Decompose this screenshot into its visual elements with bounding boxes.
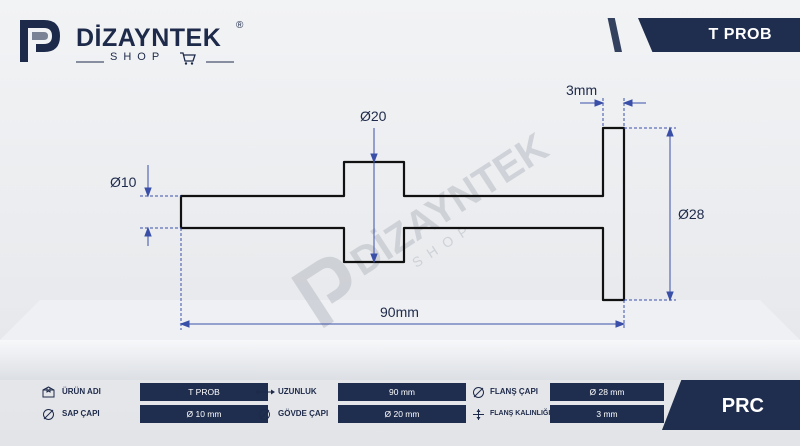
diameter-icon — [468, 383, 488, 401]
spec-label: GÖVDE ÇAPI — [278, 409, 329, 418]
spec-label: ÜRÜN ADI — [62, 387, 101, 396]
dim-length: 90mm — [380, 304, 419, 320]
spec-value: 3 mm — [550, 405, 664, 423]
display-platform — [0, 300, 800, 380]
diameter-icon — [38, 405, 58, 423]
spec-label: UZUNLUK — [278, 387, 317, 396]
shop-divider — [76, 61, 234, 63]
box-icon — [38, 383, 58, 401]
brand-sub: SHOP — [110, 51, 166, 63]
registered-mark: ® — [236, 20, 244, 31]
spec-value: Ø 28 mm — [550, 383, 664, 401]
spec-row: ÜRÜN ADI T PROB UZUNLUK 90 mm FLANŞ ÇAPI… — [34, 383, 664, 401]
spec-row: SAP ÇAPI Ø 10 mm GÖVDE ÇAPI Ø 20 mm FLAN… — [34, 405, 664, 423]
spec-value: Ø 20 mm — [338, 405, 466, 423]
length-arrow-icon — [252, 383, 278, 401]
brand-logo — [20, 20, 60, 62]
thickness-icon — [468, 405, 488, 423]
spec-table: ÜRÜN ADI T PROB UZUNLUK 90 mm FLANŞ ÇAPI… — [34, 383, 664, 425]
material-tab — [662, 380, 800, 430]
spec-label: FLANŞ ÇAPI — [490, 387, 538, 396]
dim-body-diameter: Ø20 — [360, 108, 387, 124]
probe-outline — [179, 126, 626, 302]
spec-value: T PROB — [140, 383, 268, 401]
spec-value: Ø 10 mm — [140, 405, 268, 423]
material-label: PRC — [721, 395, 764, 417]
spec-label: FLANŞ KALINLIĞI — [490, 410, 551, 417]
dim-flange-thickness: 3mm — [566, 82, 598, 98]
brand-name: DİZAYNTEK — [76, 24, 222, 52]
dim-shaft-diameter: Ø10 — [110, 174, 137, 190]
spec-value: 90 mm — [338, 383, 466, 401]
product-title: T PROB — [708, 26, 772, 43]
cart-icon — [180, 52, 196, 65]
logo-mark-icon — [20, 20, 60, 62]
dim-flange-diameter: Ø28 — [678, 206, 705, 222]
title-tab — [638, 18, 800, 52]
diameter-icon — [254, 405, 274, 423]
watermark-logo: DİZAYNTEK SHOP — [291, 125, 556, 329]
spec-label: SAP ÇAPI — [62, 409, 100, 418]
